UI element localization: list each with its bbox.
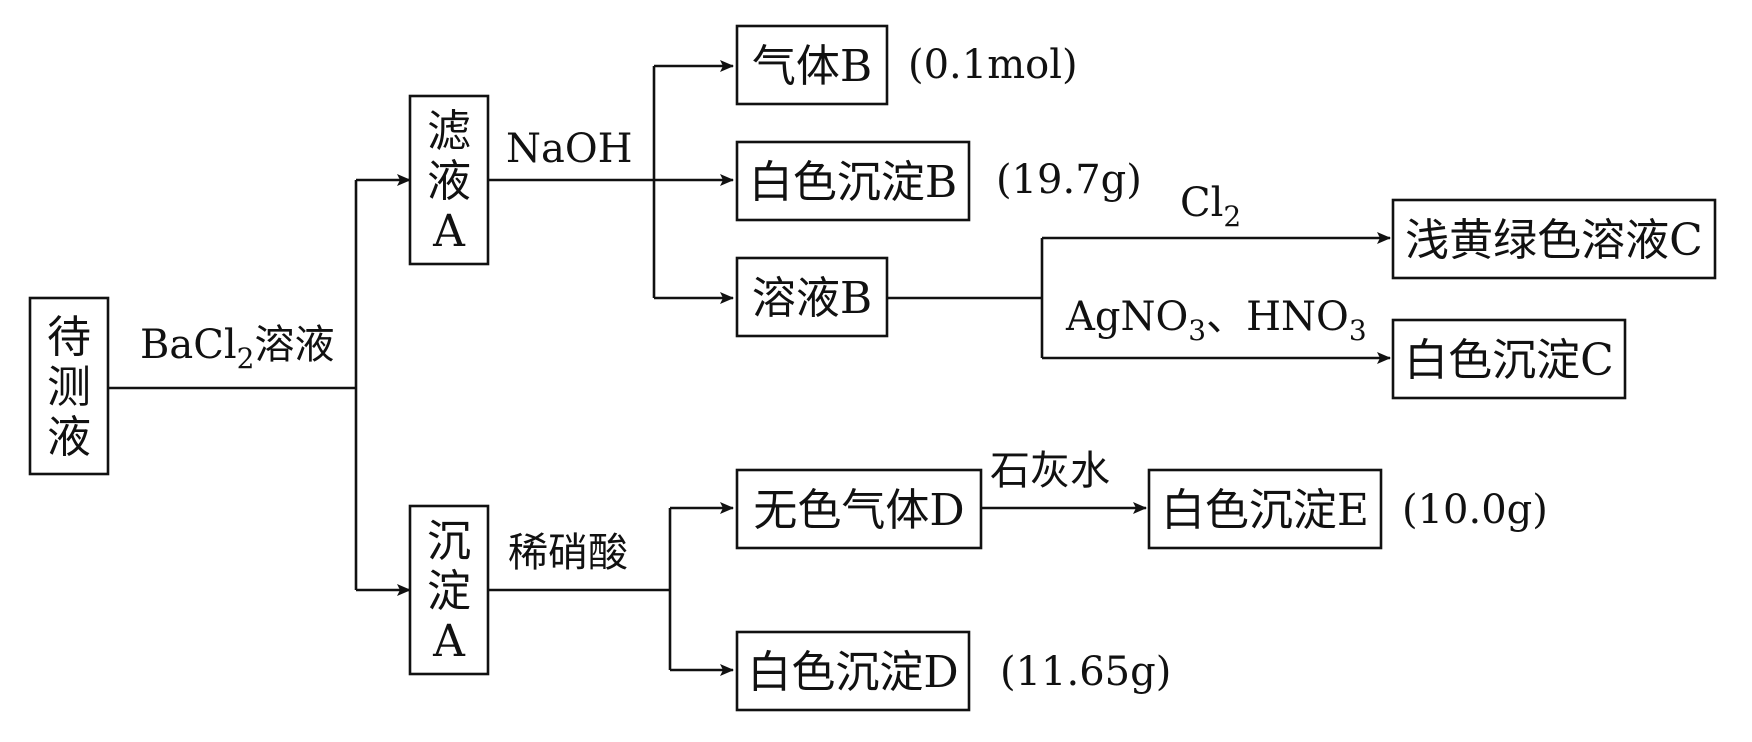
label-dilute-nitric: 稀硝酸 <box>508 530 628 576</box>
svg-text:白色沉淀C: 白色沉淀C <box>1404 335 1614 386</box>
svg-text:白色沉淀D: 白色沉淀D <box>747 647 958 698</box>
connectors <box>108 60 1391 676</box>
svg-text:A: A <box>432 616 466 667</box>
node-filtrate-a: 滤 液 A <box>408 94 490 266</box>
label-naoh: NaOH <box>506 126 633 172</box>
svg-text:白色沉淀B: 白色沉淀B <box>749 157 957 208</box>
node-light-yellow-green-c: 浅黄绿色溶液C <box>1391 198 1717 280</box>
label-agno3-hno3: AgNO3、HNO3 <box>1065 294 1367 347</box>
note-gas-b: (0.1mol) <box>908 42 1078 88</box>
svg-text:淀: 淀 <box>427 566 471 617</box>
svg-text:沉: 沉 <box>427 516 471 567</box>
node-solution-b: 溶液B <box>735 256 889 338</box>
label-cl2: Cl2 <box>1180 180 1241 233</box>
label-limewater: 石灰水 <box>990 448 1110 494</box>
node-gas-b: 气体B <box>735 24 889 106</box>
label-bacl2: BaCl2溶液 <box>140 322 334 375</box>
node-white-precip-d: 白色沉淀D <box>735 630 971 712</box>
svg-text:液: 液 <box>47 412 91 463</box>
note-white-precip-b: (19.7g) <box>996 157 1142 203</box>
svg-text:测: 测 <box>47 362 91 413</box>
svg-text:浅黄绿色溶液C: 浅黄绿色溶液C <box>1405 215 1703 266</box>
svg-text:待: 待 <box>47 312 91 363</box>
node-precip-a: 沉 淀 A <box>408 504 490 676</box>
node-white-precip-b: 白色沉淀B <box>735 140 971 222</box>
node-colorless-gas-d: 无色气体D <box>735 468 983 550</box>
svg-text:液: 液 <box>427 156 471 207</box>
svg-text:无色气体D: 无色气体D <box>753 485 964 536</box>
node-sample: 待 测 液 <box>28 296 110 476</box>
svg-text:气体B: 气体B <box>752 41 872 92</box>
svg-text:白色沉淀E: 白色沉淀E <box>1161 485 1369 536</box>
svg-text:滤: 滤 <box>427 106 471 157</box>
node-white-precip-c: 白色沉淀C <box>1391 318 1627 400</box>
note-white-precip-d: (11.65g) <box>1000 649 1171 695</box>
node-white-precip-e: 白色沉淀E <box>1147 468 1383 550</box>
svg-text:A: A <box>432 206 466 257</box>
svg-text:溶液B: 溶液B <box>752 273 872 324</box>
note-white-precip-e: (10.0g) <box>1402 487 1548 533</box>
